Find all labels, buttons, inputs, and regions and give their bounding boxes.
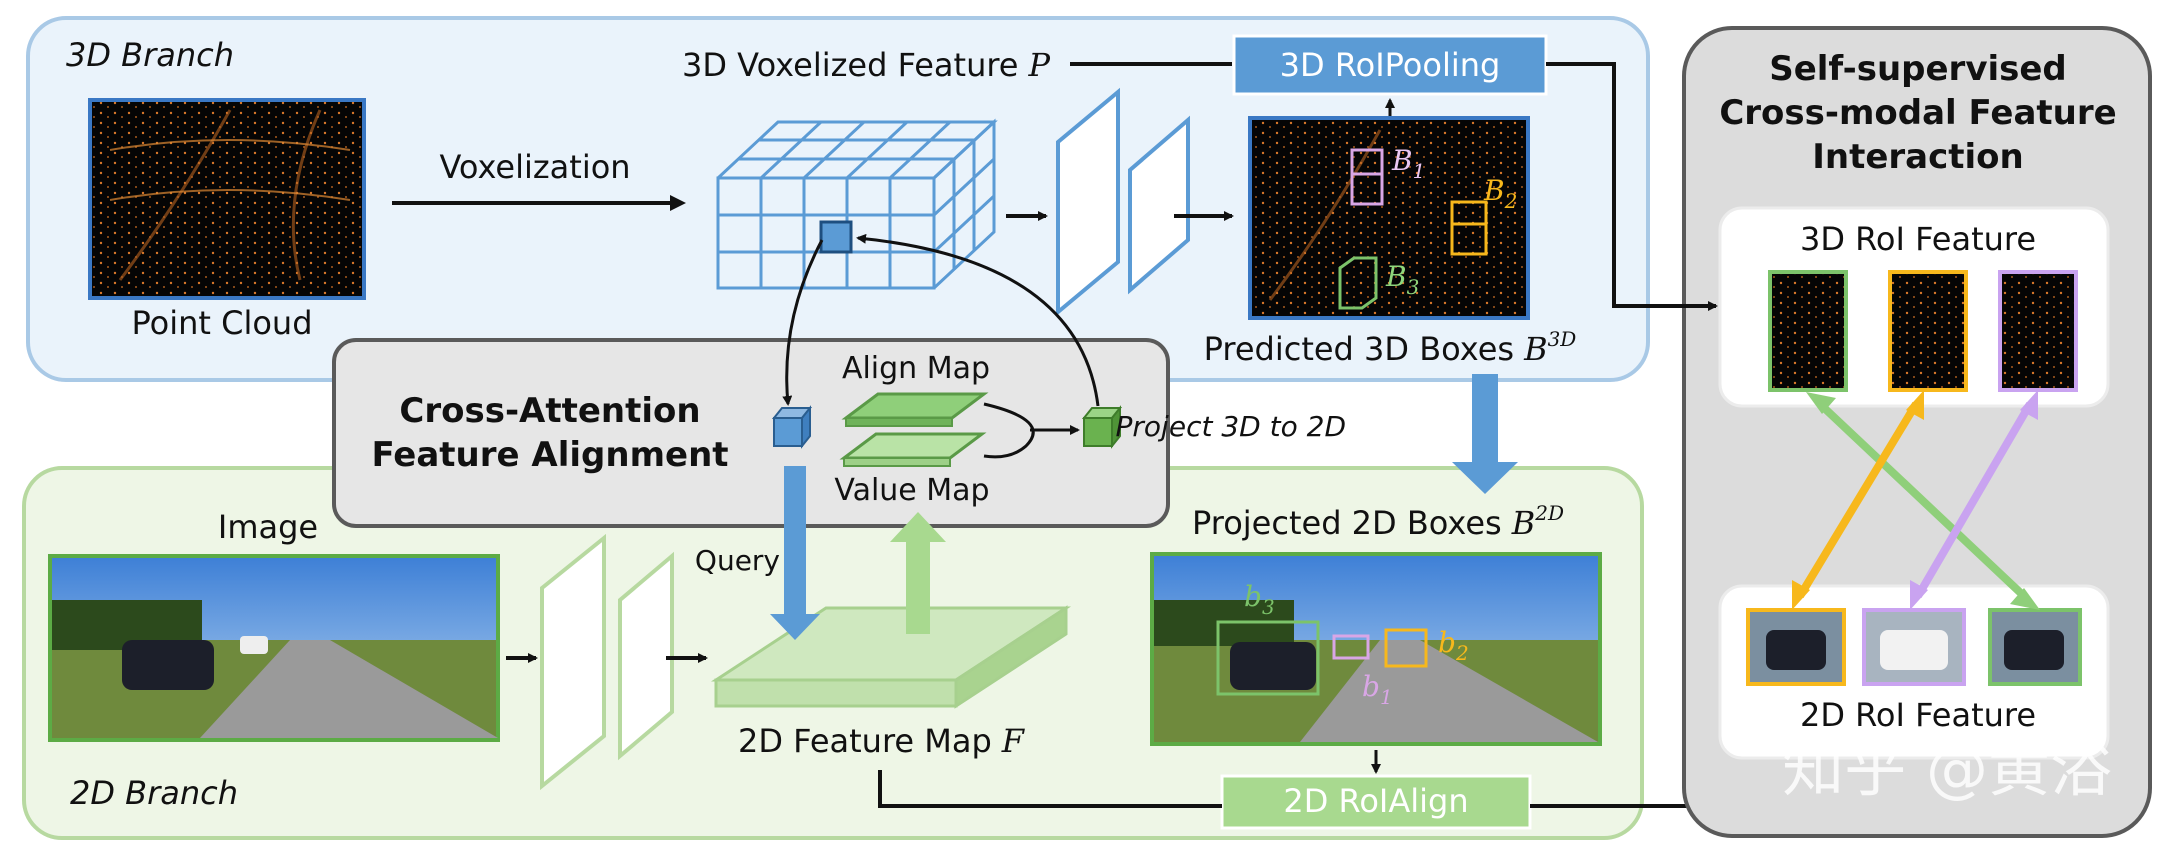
project-label: Project 3D to 2D	[1116, 410, 1346, 443]
roi-align-button	[1220, 774, 1532, 830]
box-label-b3: B3	[1385, 260, 1419, 299]
attention-loop	[983, 402, 1035, 459]
2d-backbone-icon	[540, 533, 674, 791]
predicted-3d-boxes-image	[1248, 116, 1530, 320]
box-label-b1: B1	[1391, 144, 1425, 183]
image-label: Image	[218, 508, 318, 546]
query-label: Query	[695, 544, 780, 577]
ssl-title-3: Interaction	[1812, 137, 2024, 177]
cross-attention-title-1: Cross-Attention	[399, 391, 700, 431]
cross-attention-title-2: Feature Alignment	[371, 435, 728, 475]
ssl-title-1: Self-supervised	[1769, 49, 2067, 89]
3d-backbone-icon	[1056, 87, 1190, 317]
3d-roi-feature-label: 3D RoI Feature	[1800, 220, 2036, 258]
branch-2d-title: 2D Branch	[70, 774, 238, 812]
project-arrow	[1452, 374, 1518, 494]
cross-attention-panel	[332, 338, 1170, 528]
input-image	[48, 554, 500, 742]
voxelization-label: Voxelization	[439, 148, 630, 186]
branch-3d-title: 3D Branch	[66, 36, 234, 74]
roi-pooling-button	[1232, 34, 1548, 96]
watermark-text: 知乎 @黄浴	[1782, 732, 2112, 805]
roi-align-label: 2D RoIAlign	[1283, 782, 1468, 820]
output-cube-icon	[1081, 405, 1123, 449]
projected-2d-boxes-image	[1150, 552, 1602, 746]
voxel-to-query-arrow	[782, 239, 824, 406]
query-cube-icon	[771, 405, 813, 449]
value-map-label: Value Map	[834, 473, 989, 508]
query-voxel-icon	[819, 220, 853, 254]
3d-roi-thumbnails	[1768, 270, 2078, 392]
box-label-b2: B2	[1483, 174, 1517, 213]
box-label-b1-2d: b1	[1362, 670, 1393, 709]
align-map-label: Align Map	[842, 351, 990, 386]
box-label-b2-2d: b2	[1438, 626, 1469, 665]
feature-to-roialign-line	[878, 770, 1222, 808]
2d-roi-thumbnails	[1746, 608, 2082, 686]
roipool-to-ssl-arrow	[1546, 62, 1718, 311]
box-label-b3-2d: b3	[1244, 580, 1275, 619]
2d-roi-feature-label: 2D RoI Feature	[1800, 696, 2036, 734]
orange-pair-arrow	[1792, 390, 1924, 610]
align-map-icon	[841, 392, 989, 427]
query-arrow	[770, 466, 820, 640]
point-cloud-label: Point Cloud	[131, 304, 312, 342]
output-to-voxel-arrow	[856, 233, 1100, 407]
roi-pooling-label: 3D RoIPooling	[1280, 46, 1501, 84]
purple-pair-arrow	[1910, 390, 2038, 610]
value-arrow	[890, 512, 946, 634]
voxel-grid-icon	[716, 118, 998, 290]
ssl-title-2: Cross-modal Feature	[1719, 93, 2116, 133]
green-pair-arrow	[1806, 392, 2040, 610]
value-map-icon	[839, 432, 987, 467]
point-cloud-image	[88, 98, 366, 300]
